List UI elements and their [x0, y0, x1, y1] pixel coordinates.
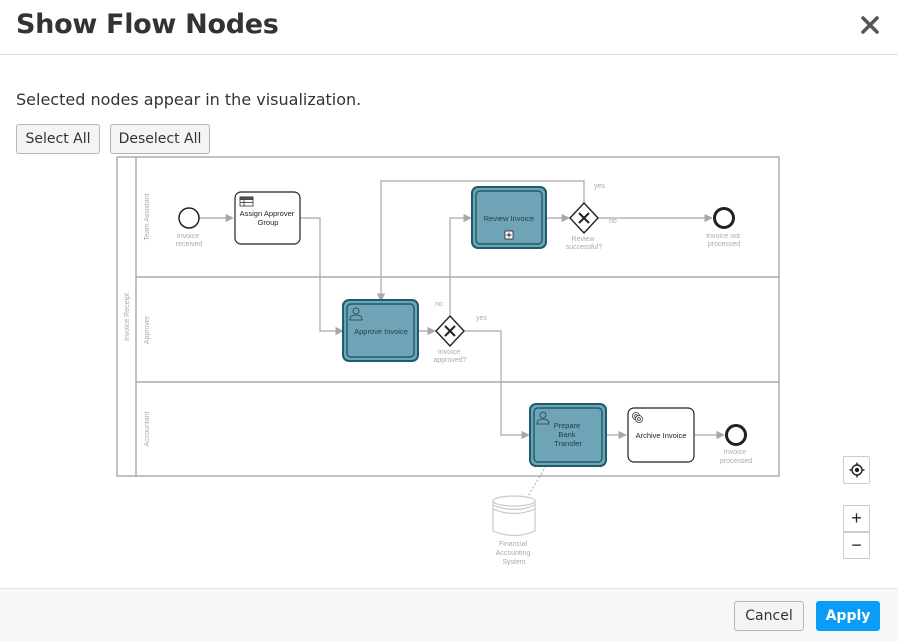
flow-label-yes-approve: yes	[476, 315, 487, 322]
description-text: Selected nodes appear in the visualizati…	[16, 90, 362, 109]
apply-button[interactable]: Apply	[816, 601, 880, 631]
user-icon	[536, 411, 550, 425]
user-icon	[349, 307, 363, 321]
sequence-flows	[199, 180, 725, 440]
flow-label-no-approve: no	[435, 301, 443, 308]
end-event-invoice-not-processed[interactable]	[713, 207, 735, 229]
task-approve-label: Approve Invoice	[354, 327, 408, 336]
flow-label-yes-top: yes	[594, 183, 605, 190]
data-store-label: Financial Accounting System	[496, 541, 533, 566]
lane-label-accountant: Accountant	[144, 411, 151, 446]
deselect-all-button[interactable]: Deselect All	[110, 124, 210, 154]
business-rule-icon	[239, 196, 254, 207]
gateway-review-label: Review successful?	[566, 236, 603, 251]
flow-label-no-review: no	[609, 218, 617, 225]
pool-label: Invoice Receipt	[124, 293, 131, 341]
gateway-approved-label: Invoice approved?	[433, 349, 466, 364]
task-prepare-label: Prepare Bank Transfer	[554, 421, 583, 448]
task-archive-label: Archive Invoice	[636, 431, 687, 440]
subprocess-review-invoice[interactable]	[471, 186, 547, 249]
start-event-label: Invoice received	[176, 233, 203, 248]
bpmn-diagram: Invoice Receipt Team Assistant Approver …	[116, 156, 780, 566]
start-event-invoice-received[interactable]	[178, 207, 200, 229]
end-event-invoice-processed[interactable]	[725, 424, 747, 446]
data-store-icon[interactable]	[492, 495, 536, 537]
modal-title: Show Flow Nodes	[16, 9, 279, 40]
task-prepare-bank-transfer[interactable]	[529, 403, 607, 467]
service-gear-icon	[632, 412, 643, 423]
end-event-not-processed-label: Invoice not processed	[706, 233, 742, 248]
select-all-button[interactable]: Select All	[16, 124, 100, 154]
zoom-out-button[interactable]: −	[843, 532, 870, 559]
task-approve-invoice[interactable]	[342, 299, 419, 362]
modal-header: Show Flow Nodes	[0, 0, 898, 55]
close-icon[interactable]	[858, 13, 882, 37]
lane-label-team-assistant: Team Assistant	[144, 193, 151, 240]
subprocess-review-label: Review Invoice	[484, 214, 534, 223]
task-archive-invoice[interactable]	[627, 407, 695, 463]
cancel-button[interactable]: Cancel	[734, 601, 804, 631]
reset-view-icon[interactable]	[843, 456, 870, 484]
collapsed-subprocess-icon	[504, 230, 514, 240]
task-assign-label: Assign Approver Group	[240, 209, 297, 227]
zoom-in-button[interactable]: +	[843, 505, 870, 532]
lane-label-approver: Approver	[144, 315, 151, 344]
end-event-processed-label: Invoice processed	[720, 449, 752, 465]
